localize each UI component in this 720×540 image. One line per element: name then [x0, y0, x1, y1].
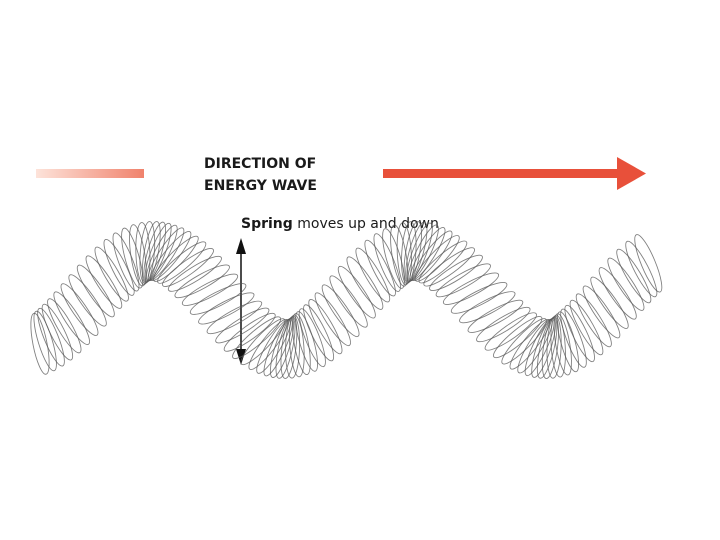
spring-coil	[172, 260, 233, 303]
spring-coil	[27, 312, 53, 376]
spring-coil	[159, 244, 218, 292]
spring-coil	[426, 250, 486, 295]
spring-coil	[325, 272, 372, 331]
spring-coil	[64, 271, 111, 330]
spring-coil	[81, 252, 126, 312]
spring-coil	[333, 263, 380, 322]
spring-coil	[43, 295, 86, 356]
spring-coil	[204, 296, 265, 338]
spring-coil	[586, 273, 633, 332]
spring-coil	[465, 295, 526, 337]
spring-coil	[612, 246, 656, 306]
spring-coil	[72, 261, 119, 320]
arrow-shaft	[383, 169, 619, 178]
energy-direction-arrow	[383, 157, 646, 190]
slinky-spring	[27, 220, 667, 380]
spring-coil	[90, 244, 133, 305]
spring-coil	[565, 297, 608, 358]
spring-coil	[420, 243, 478, 291]
spring-coil	[310, 289, 355, 349]
spring-coil	[317, 281, 364, 340]
spring-coil	[304, 296, 347, 357]
spring-motion-label: Spring moves up and down	[241, 216, 439, 232]
spring-coil	[571, 290, 616, 350]
spring-coil	[448, 278, 510, 319]
spring-coil	[630, 232, 667, 295]
up-arrowhead	[236, 238, 246, 254]
spring-coil	[351, 245, 395, 306]
spring-coil	[49, 288, 94, 348]
spring-coil	[440, 268, 501, 309]
spring-coil	[187, 279, 249, 320]
spring-coil	[165, 251, 225, 296]
direction-label-line2: ENERGY WAVE	[204, 178, 317, 194]
direction-label-line1: DIRECTION OF	[204, 156, 316, 172]
spring-label-bold: Spring	[241, 216, 293, 232]
spring-coil	[553, 310, 583, 373]
spring-coil	[594, 264, 641, 323]
arrow-head	[617, 157, 646, 190]
spring-coil	[196, 288, 257, 329]
spring-coil	[621, 238, 662, 300]
spring-coil	[457, 287, 519, 328]
energy-direction-tail-bar	[36, 169, 144, 178]
spring-coil	[56, 280, 103, 339]
